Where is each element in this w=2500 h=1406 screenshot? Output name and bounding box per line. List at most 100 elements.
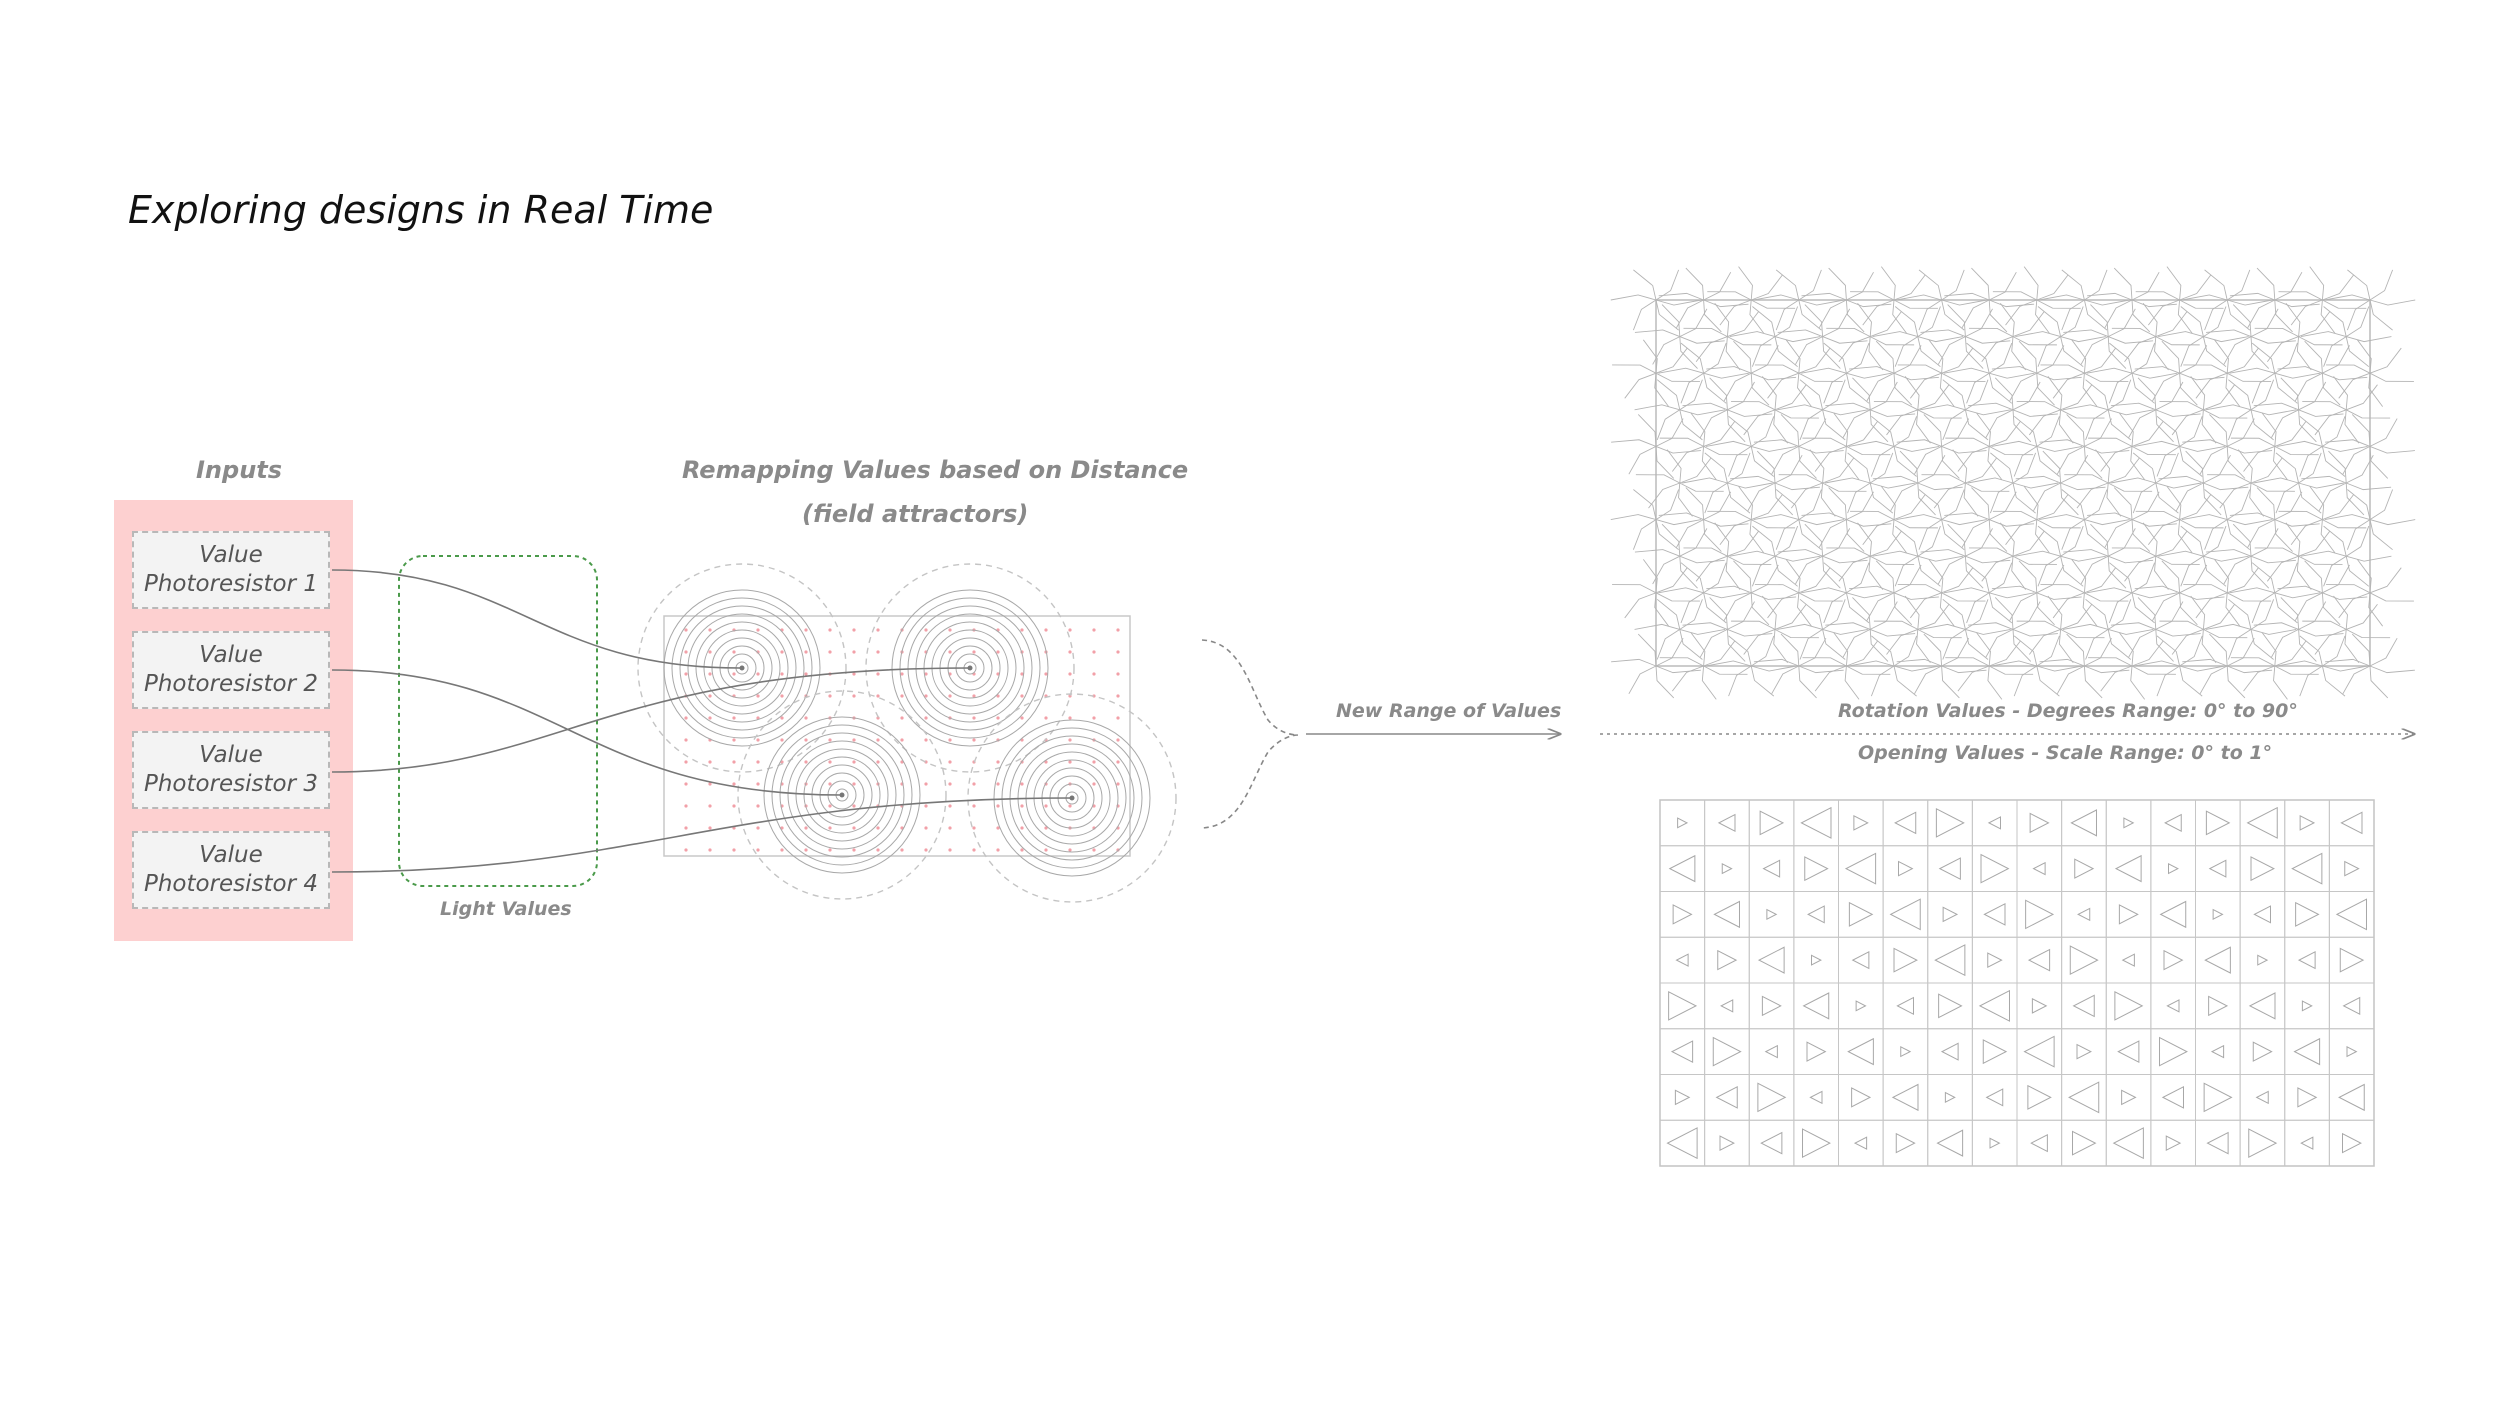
field-dot — [1020, 782, 1024, 786]
field-dot — [828, 826, 832, 830]
field-dot — [756, 694, 760, 698]
opening-cell — [2061, 845, 2107, 892]
rotation-cell — [1777, 523, 1868, 589]
rotation-cell — [2110, 452, 2202, 514]
opening-cell — [2195, 891, 2241, 938]
opening-cell — [1882, 845, 1929, 892]
field-dot — [828, 628, 832, 632]
rotation-cell — [2302, 595, 2391, 664]
rotation-cell — [1659, 412, 1748, 481]
field-dot — [1116, 738, 1120, 742]
rotation-cell — [1945, 412, 2034, 481]
opening-cell — [2195, 1028, 2241, 1075]
field-dot — [732, 672, 736, 676]
field-dot — [756, 804, 760, 808]
opening-cell — [2328, 1028, 2375, 1075]
field-dot — [852, 848, 856, 852]
connection-3 — [331, 667, 971, 773]
field-dot — [1068, 650, 1072, 654]
rotation-cell — [1896, 269, 1987, 331]
opening-cell — [1704, 845, 1750, 892]
opening-cell — [1793, 799, 1839, 847]
rotation-cell — [1705, 635, 1797, 697]
opening-cell — [2150, 845, 2196, 892]
field-dot — [924, 716, 928, 720]
rotation-cell — [2064, 449, 2153, 517]
field-dot — [684, 848, 688, 852]
rotation-cell — [1920, 523, 2011, 589]
field-dot — [1068, 738, 1072, 742]
rotation-cell — [1729, 306, 1821, 368]
opening-cell — [1793, 1028, 1839, 1075]
new-range-label: New Range of Values — [1336, 700, 1562, 722]
rotation-cell — [1682, 452, 1773, 514]
rotation-cell — [1731, 376, 1819, 444]
field-dot — [900, 694, 904, 698]
opening-cell — [1838, 982, 1884, 1030]
field-dot — [1116, 848, 1120, 852]
opening-cell — [2016, 1119, 2063, 1167]
opening-cell — [1793, 845, 1839, 892]
field-dot — [1020, 628, 1024, 632]
field-dot — [996, 716, 1000, 720]
field-dot — [876, 672, 880, 676]
opening-cell — [1882, 936, 1929, 984]
field-dot — [972, 650, 976, 654]
rotation-cell — [2206, 304, 2296, 369]
field-dot — [780, 848, 784, 852]
rotation-cell — [1777, 379, 1868, 441]
field-dot — [876, 760, 880, 764]
field-dot — [684, 628, 688, 632]
field-dot — [1044, 826, 1048, 830]
input-box-4-line2: Photoresistor 4 — [143, 871, 319, 897]
rotation-cell — [2015, 306, 2106, 368]
opening-cell — [1882, 1028, 1929, 1075]
rotation-cell — [1896, 489, 1987, 551]
opening-cell — [2239, 982, 2286, 1030]
rotation-cell — [1707, 485, 1796, 554]
field-dot — [1068, 760, 1072, 764]
field-dot — [780, 826, 784, 830]
field-dot — [1020, 716, 1024, 720]
opening-cell — [1659, 891, 1706, 938]
field-dot — [924, 738, 928, 742]
field-dot — [924, 826, 928, 830]
opening-cell — [2061, 1074, 2107, 1121]
rotation-cell — [2325, 414, 2415, 479]
opening-cell — [2284, 799, 2330, 847]
rotation-cell — [2040, 559, 2129, 627]
inputs-panel: Value Photoresistor 1 Value Photoresisto… — [114, 500, 353, 941]
rotation-cell — [1634, 304, 1725, 369]
rotation-cell — [2324, 269, 2416, 331]
opening-cell — [2328, 1119, 2375, 1167]
opening-cell — [2016, 799, 2063, 847]
field-dots — [684, 628, 1120, 852]
field-dot — [732, 804, 736, 808]
rotation-cell — [1992, 485, 2081, 554]
field-dot — [852, 804, 856, 808]
field-dot — [804, 650, 808, 654]
opening-cell — [1793, 1074, 1839, 1121]
rotation-cell — [2300, 525, 2392, 587]
rotation-cell — [2039, 633, 2130, 699]
field-dot — [684, 716, 688, 720]
field-dot — [804, 826, 808, 830]
field-dot — [852, 650, 856, 654]
opening-cell — [1704, 891, 1750, 938]
rotation-cell — [2063, 523, 2154, 589]
opening-cell — [1882, 1119, 1929, 1167]
input-box-2-line2: Photoresistor 2 — [143, 671, 319, 697]
rotation-cell — [2111, 302, 2200, 371]
opening-cell — [2328, 845, 2375, 892]
page-title: Exploring designs in Real Time — [128, 188, 714, 232]
field-dot — [996, 804, 1000, 808]
rotation-cell — [1754, 559, 1843, 627]
rotation-cell — [2087, 487, 2177, 552]
opening-cell — [2150, 1028, 2196, 1075]
field-dot — [852, 672, 856, 676]
rotation-cell — [1658, 267, 1749, 333]
field-dot — [804, 738, 808, 742]
rotation-cell — [1778, 449, 1867, 517]
field-dot — [732, 650, 736, 654]
